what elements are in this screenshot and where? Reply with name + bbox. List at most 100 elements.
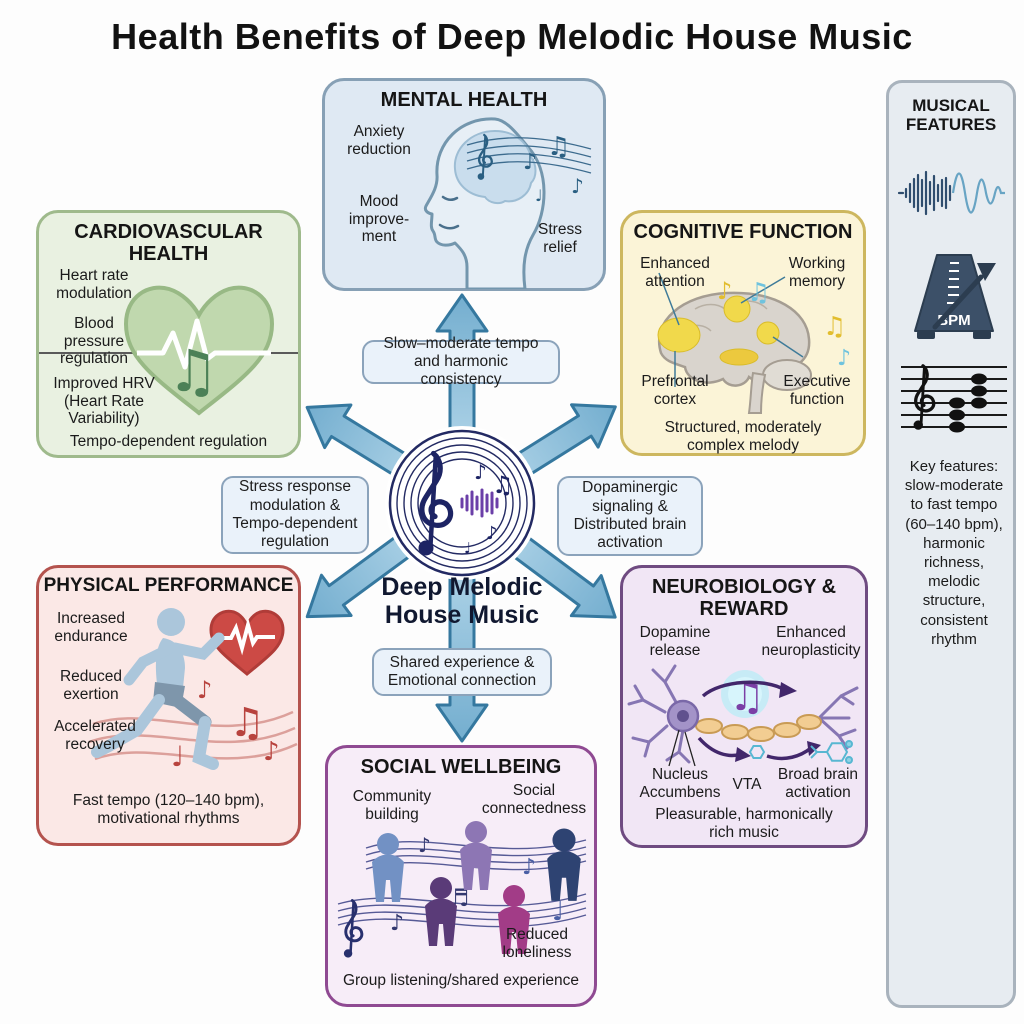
heart-ekg-music-illustration: ♫ <box>39 285 298 416</box>
music-note-icon: ♩ <box>171 740 184 773</box>
mental-anxiety-label: Anxiety reduction <box>347 123 411 158</box>
music-note-icon: ♪ <box>523 150 537 175</box>
neuro-broad-activation-label: Broad brain activation <box>777 766 859 801</box>
mental-stress-label: Stress relief <box>538 221 582 256</box>
physical-recovery-label: Accelerated recovery <box>54 718 136 753</box>
brain-regions-illustration: ♪ ♫ ♫ ♪ <box>657 272 851 414</box>
center-logo: ♪ ♫ ♪ ♩ <box>385 426 539 580</box>
connector-label-right: Dopaminergic signaling & Distributed bra… <box>557 476 703 556</box>
connector-label-bottom: Shared experience & Emotional connection <box>372 648 552 696</box>
mental-mood-label: Mood improve- ment <box>348 193 410 246</box>
mental-health-title: MENTAL HEALTH <box>380 89 548 111</box>
connector-label-top: Slow–moderate tempo and harmonic consist… <box>362 335 560 388</box>
physical-title: PHYSICAL PERFORMANCE <box>43 575 294 596</box>
physical-exertion-label: Reduced exertion <box>59 668 123 703</box>
music-note-icon: ♩ <box>464 539 471 557</box>
center-label: Deep Melodic House Music <box>381 573 543 629</box>
brain-icon <box>453 129 537 205</box>
myelin-icon <box>721 724 749 740</box>
waveform-icon <box>897 170 1005 216</box>
myelin-icon <box>796 714 822 730</box>
limbic-region-icon <box>719 348 759 366</box>
neuro-dopamine-label: Dopamine release <box>639 624 711 659</box>
ekg-line-icon <box>219 617 275 656</box>
page-title: Health Benefits of Deep Melodic House Mu… <box>111 16 913 57</box>
cardio-footer-label: Tempo-dependent regulation <box>69 433 268 450</box>
people-group-illustration: ♪ ♪ ♬ ♪ ♩ <box>337 821 587 960</box>
neurobiology-box: NEUROBIOLOGY & REWARD ♫ Dopami <box>620 565 868 848</box>
treble-clef-icon <box>911 364 936 432</box>
music-note-icon: ♪ <box>486 523 498 544</box>
staff-chord-icon <box>901 364 1007 433</box>
prefrontal-region-icon <box>657 317 701 353</box>
social-footer-label: Group listening/shared experience <box>342 972 580 989</box>
heart-icon <box>123 285 275 416</box>
cognitive-title: COGNITIVE FUNCTION <box>633 221 853 243</box>
dendrites-icon <box>627 664 859 764</box>
physical-performance-box: PHYSICAL PERFORMANCE ♪ ♫ ♪ ♩ Increased e… <box>36 565 301 846</box>
social-community-label: Community building <box>352 788 432 823</box>
physical-footer-label: Fast tempo (120–140 bpm), motivational r… <box>72 792 265 827</box>
metronome-icon: BPM <box>914 254 996 339</box>
social-wellbeing-box: SOCIAL WELLBEING ♪ ♪ ♬ ♪ ♩ Community bui… <box>325 745 597 1007</box>
cognitive-working-memory-label: Working memory <box>788 255 846 290</box>
music-note-icon: ♪ <box>717 277 732 305</box>
music-note-icon: ♫ <box>229 700 265 746</box>
music-note-icon: ♪ <box>197 676 212 704</box>
person-icon <box>372 833 404 902</box>
connector-label-left: Stress response modulation & Tempo-depen… <box>221 476 369 554</box>
cardiovascular-box: CARDIOVASCULAR HEALTH ♫ Heart rate modul… <box>36 210 301 458</box>
ekg-line-icon <box>137 318 271 370</box>
social-title: SOCIAL WELLBEING <box>360 756 562 778</box>
music-note-icon: ♪ <box>474 460 487 484</box>
cardio-heart-rate-label: Heart rate modulation <box>56 267 132 302</box>
music-note-icon: ♩ <box>552 897 564 927</box>
neurobiology-title: NEUROBIOLOGY & REWARD <box>651 576 837 620</box>
runner-illustration: ♪ ♫ ♪ ♩ <box>88 608 298 773</box>
cognitive-attention-label: Enhanced attention <box>640 255 710 290</box>
brain-region-icon <box>756 321 780 345</box>
cognitive-prefrontal-label: Prefrontal cortex <box>641 373 709 408</box>
music-note-icon: ♪ <box>522 855 536 880</box>
cognitive-footer-label: Structured, moderately complex melody <box>664 419 822 454</box>
myelin-icon <box>695 718 723 734</box>
key-features-text: Key features: slow-moderate to fast temp… <box>904 458 1004 648</box>
neuro-neuroplasticity-label: Enhanced neuroplasticity <box>761 624 861 659</box>
head-brain-music-illustration: ♪ ♫ ♪ ♩ <box>423 117 592 289</box>
social-loneliness-label: Reduced loneliness <box>502 926 572 961</box>
music-note-icon: ♪ <box>263 737 280 767</box>
music-staff-icon <box>466 137 592 174</box>
music-note-icon: ♪ <box>571 174 584 198</box>
music-note-icon: ♪ <box>837 346 851 371</box>
myelin-icon <box>747 726 775 742</box>
runner-icon <box>91 608 225 770</box>
neuro-nucleus-accumbens-label: Nucleus Accumbens <box>639 766 721 801</box>
music-note-icon: ♫ <box>823 312 846 342</box>
music-note-icon: ♫ <box>547 132 570 162</box>
person-icon <box>460 821 492 890</box>
musical-features-title: MUSICAL FEATURES <box>905 96 997 134</box>
metronome-pendulum-icon <box>932 274 984 330</box>
music-note-icon: ♫ <box>492 471 514 499</box>
music-note-icon: ♪ <box>418 833 431 857</box>
myelin-icon <box>773 722 801 738</box>
neuro-footer-label: Pleasurable, harmonically rich music <box>655 806 833 841</box>
music-note-icon: ♩ <box>535 186 543 205</box>
physical-endurance-label: Increased endurance <box>54 610 128 645</box>
musical-features-panel: MUSICAL FEATURES BPM Key features: slow-… <box>886 80 1016 1008</box>
neuro-vta-label: VTA <box>732 776 762 793</box>
person-icon <box>547 828 581 901</box>
cognitive-executive-label: Executive function <box>783 373 851 408</box>
social-connectedness-label: Social connectedness <box>481 782 587 817</box>
dopamine-molecule-icon <box>748 740 853 764</box>
brain-region-icon <box>723 295 751 323</box>
music-note-icon: ♫ <box>747 278 770 308</box>
cognitive-box: COGNITIVE FUNCTION ♪ ♫ ♫ ♪ Enhanced atte… <box>620 210 866 456</box>
neuron-illustration: ♫ <box>627 664 859 767</box>
cardio-blood-pressure-label: Blood pressure regulation <box>59 315 129 368</box>
cardiovascular-title: CARDIOVASCULAR HEALTH <box>74 221 263 265</box>
cardio-hrv-label: Improved HRV (Heart Rate Variability) <box>53 375 155 428</box>
music-note-icon: ♪ <box>390 911 404 936</box>
music-note-icon: ♫ <box>167 337 219 405</box>
mental-health-box: MENTAL HEALTH ♪ ♫ ♪ ♩ Anxiety reduction … <box>322 78 606 291</box>
